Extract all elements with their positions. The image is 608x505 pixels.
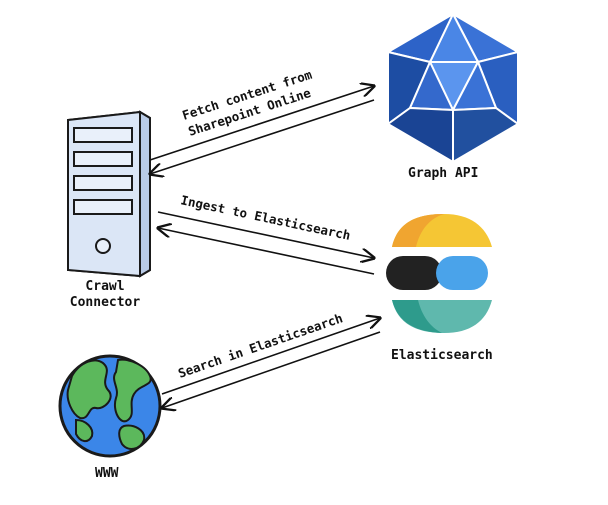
- graph-api-label: Graph API: [408, 166, 479, 181]
- arrow-fetch-response: [150, 99, 375, 174]
- elasticsearch-label: Elasticsearch: [391, 348, 493, 363]
- icosahedron-icon: [385, 11, 521, 164]
- arrow-fetch-request: [149, 86, 374, 161]
- crawl-connector-label-line1: Crawl: [85, 279, 125, 294]
- crawl-connector-label: Crawl Connector: [62, 279, 148, 311]
- edge-label-search: Search in Elasticsearch: [176, 310, 345, 381]
- elasticsearch-logo-icon: [386, 214, 492, 333]
- arrow-search-request: [161, 318, 380, 395]
- globe-icon: [58, 354, 162, 458]
- arrow-search-response: [162, 331, 381, 408]
- arrow-ingest: [157, 211, 374, 258]
- arrow-ingest-return: [158, 228, 375, 275]
- crawl-connector-label-line2: Connector: [69, 295, 141, 310]
- www-label: WWW: [95, 466, 119, 481]
- server-icon: [67, 110, 151, 278]
